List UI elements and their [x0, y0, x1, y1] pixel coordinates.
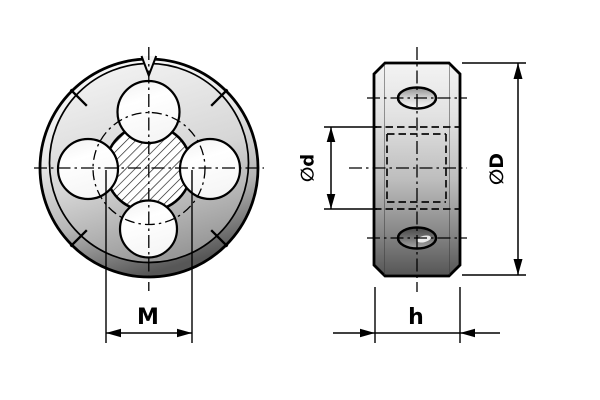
dimension-D: ∅D: [462, 62, 526, 276]
rim-notch-top-right: [210, 88, 229, 107]
dim-m-label: M: [137, 305, 159, 330]
hidden-thread-lines: [374, 126, 459, 210]
rim-notches: [69, 88, 229, 248]
dimension-m: M: [105, 170, 193, 343]
dim-D-arrow-top: [513, 63, 523, 79]
chip-hole-left: [56, 137, 120, 201]
dimension-d: ∅d: [298, 126, 377, 210]
rim-notch-bottom-left: [69, 229, 88, 248]
front-view: M: [34, 47, 264, 343]
side-chip-hole-bottom-highlight: [417, 235, 431, 243]
rim-notch-bottom-right: [210, 229, 229, 248]
side-view: ∅d ∅D h: [298, 47, 526, 343]
dim-d-arrow-bottom: [326, 194, 336, 209]
dim-h-arrow-left: [360, 328, 375, 338]
rim-notch-top-left: [69, 88, 88, 107]
dim-D-label: ∅D: [486, 153, 508, 185]
chip-hole-right: [178, 137, 242, 201]
dim-m-arrow-right: [177, 328, 192, 338]
dim-D-arrow-bottom: [513, 259, 523, 275]
dim-d-arrow-top: [326, 127, 336, 142]
dimension-h: h: [333, 287, 500, 343]
dim-h-arrow-right: [460, 328, 475, 338]
dim-h-label: h: [408, 305, 424, 330]
dim-d-label: ∅d: [298, 154, 319, 182]
dim-m-arrow-left: [106, 328, 121, 338]
